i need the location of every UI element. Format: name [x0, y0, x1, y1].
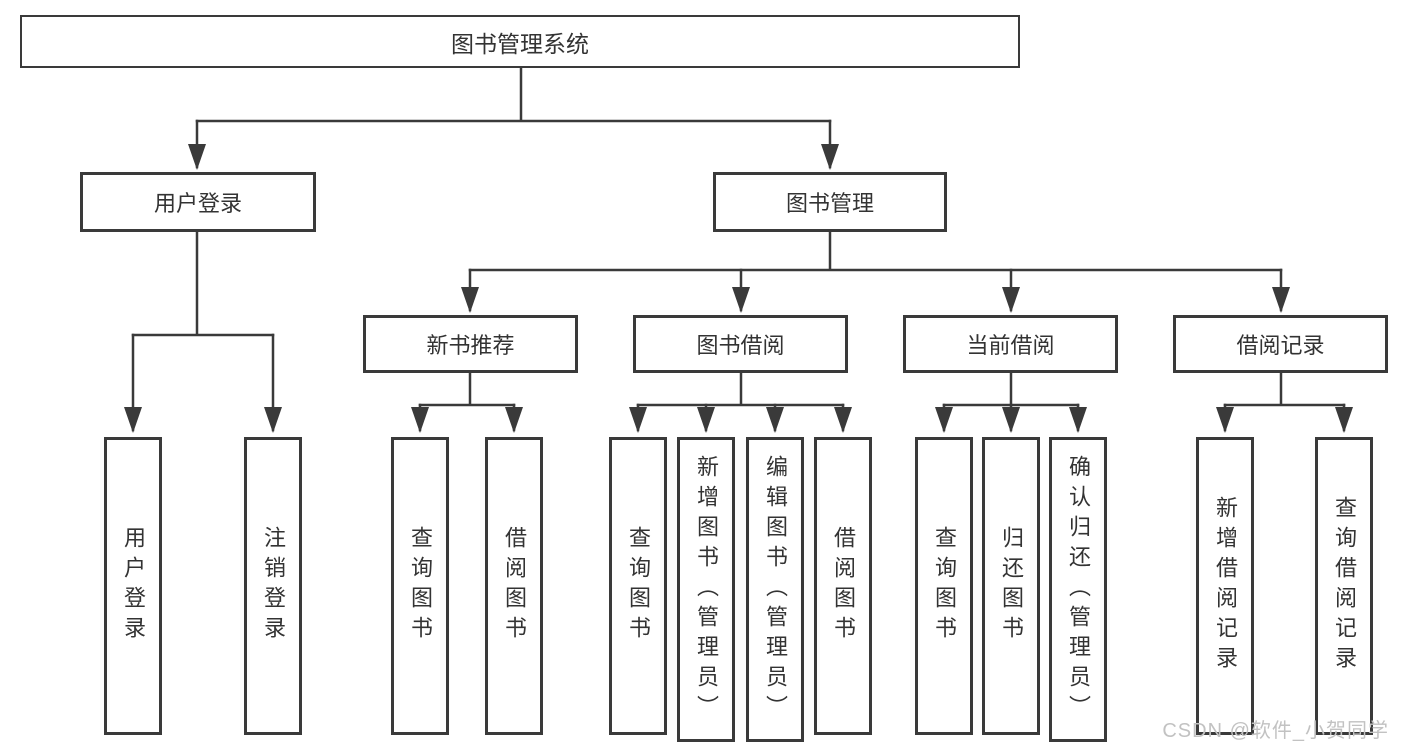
node-new-book-recommend-label: 新书推荐 [426, 333, 515, 358]
node-user-login: 用户登录 [80, 172, 316, 232]
leaf-borrow-query-books: 查询图书 [609, 437, 667, 735]
leaf-add-books-admin: 新增图书（管理员） [677, 437, 735, 742]
node-borrow-records: 借阅记录 [1173, 315, 1388, 373]
node-book-borrow: 图书借阅 [633, 315, 848, 373]
leaf-return-books: 归还图书 [982, 437, 1040, 735]
leaf-user-login: 用户登录 [104, 437, 162, 735]
leaf-borrow-books-label: 借阅图书 [831, 526, 856, 646]
leaf-edit-books-admin-label: 编辑图书（管理员） [763, 454, 788, 725]
leaf-add-borrow-record-label: 新增借阅记录 [1213, 496, 1238, 676]
leaf-recommend-borrow-books: 借阅图书 [485, 437, 543, 735]
leaf-confirm-return-admin-label: 确认归还（管理员） [1066, 454, 1091, 725]
node-book-management: 图书管理 [713, 172, 947, 232]
leaf-add-books-admin-label: 新增图书（管理员） [694, 454, 719, 725]
leaf-current-query-books-label: 查询图书 [932, 526, 957, 646]
node-borrow-records-label: 借阅记录 [1236, 333, 1325, 358]
leaf-edit-books-admin: 编辑图书（管理员） [746, 437, 804, 742]
leaf-user-login-label: 用户登录 [121, 526, 146, 646]
node-user-login-label: 用户登录 [153, 191, 242, 216]
leaf-current-query-books: 查询图书 [915, 437, 973, 735]
leaf-return-books-label: 归还图书 [999, 526, 1024, 646]
leaf-query-borrow-record-label: 查询借阅记录 [1332, 496, 1357, 676]
node-library-system-label: 图书管理系统 [451, 30, 589, 57]
leaf-recommend-borrow-books-label: 借阅图书 [502, 526, 527, 646]
leaf-recommend-query-books-label: 查询图书 [408, 526, 433, 646]
leaf-confirm-return-admin: 确认归还（管理员） [1049, 437, 1107, 742]
leaf-add-borrow-record: 新增借阅记录 [1196, 437, 1254, 735]
node-new-book-recommend: 新书推荐 [363, 315, 578, 373]
leaf-logout-label: 注销登录 [261, 526, 286, 646]
node-current-borrow-label: 当前借阅 [966, 333, 1055, 358]
leaf-query-borrow-record: 查询借阅记录 [1315, 437, 1373, 735]
leaf-logout: 注销登录 [244, 437, 302, 735]
leaf-borrow-books: 借阅图书 [814, 437, 872, 735]
node-book-borrow-label: 图书借阅 [696, 333, 785, 358]
node-book-management-label: 图书管理 [785, 191, 874, 216]
node-library-system: 图书管理系统 [20, 15, 1020, 68]
leaf-recommend-query-books: 查询图书 [391, 437, 449, 735]
node-current-borrow: 当前借阅 [903, 315, 1118, 373]
leaf-borrow-query-books-label: 查询图书 [626, 526, 651, 646]
watermark: CSDN @软件_小贺同学 [1162, 720, 1389, 742]
